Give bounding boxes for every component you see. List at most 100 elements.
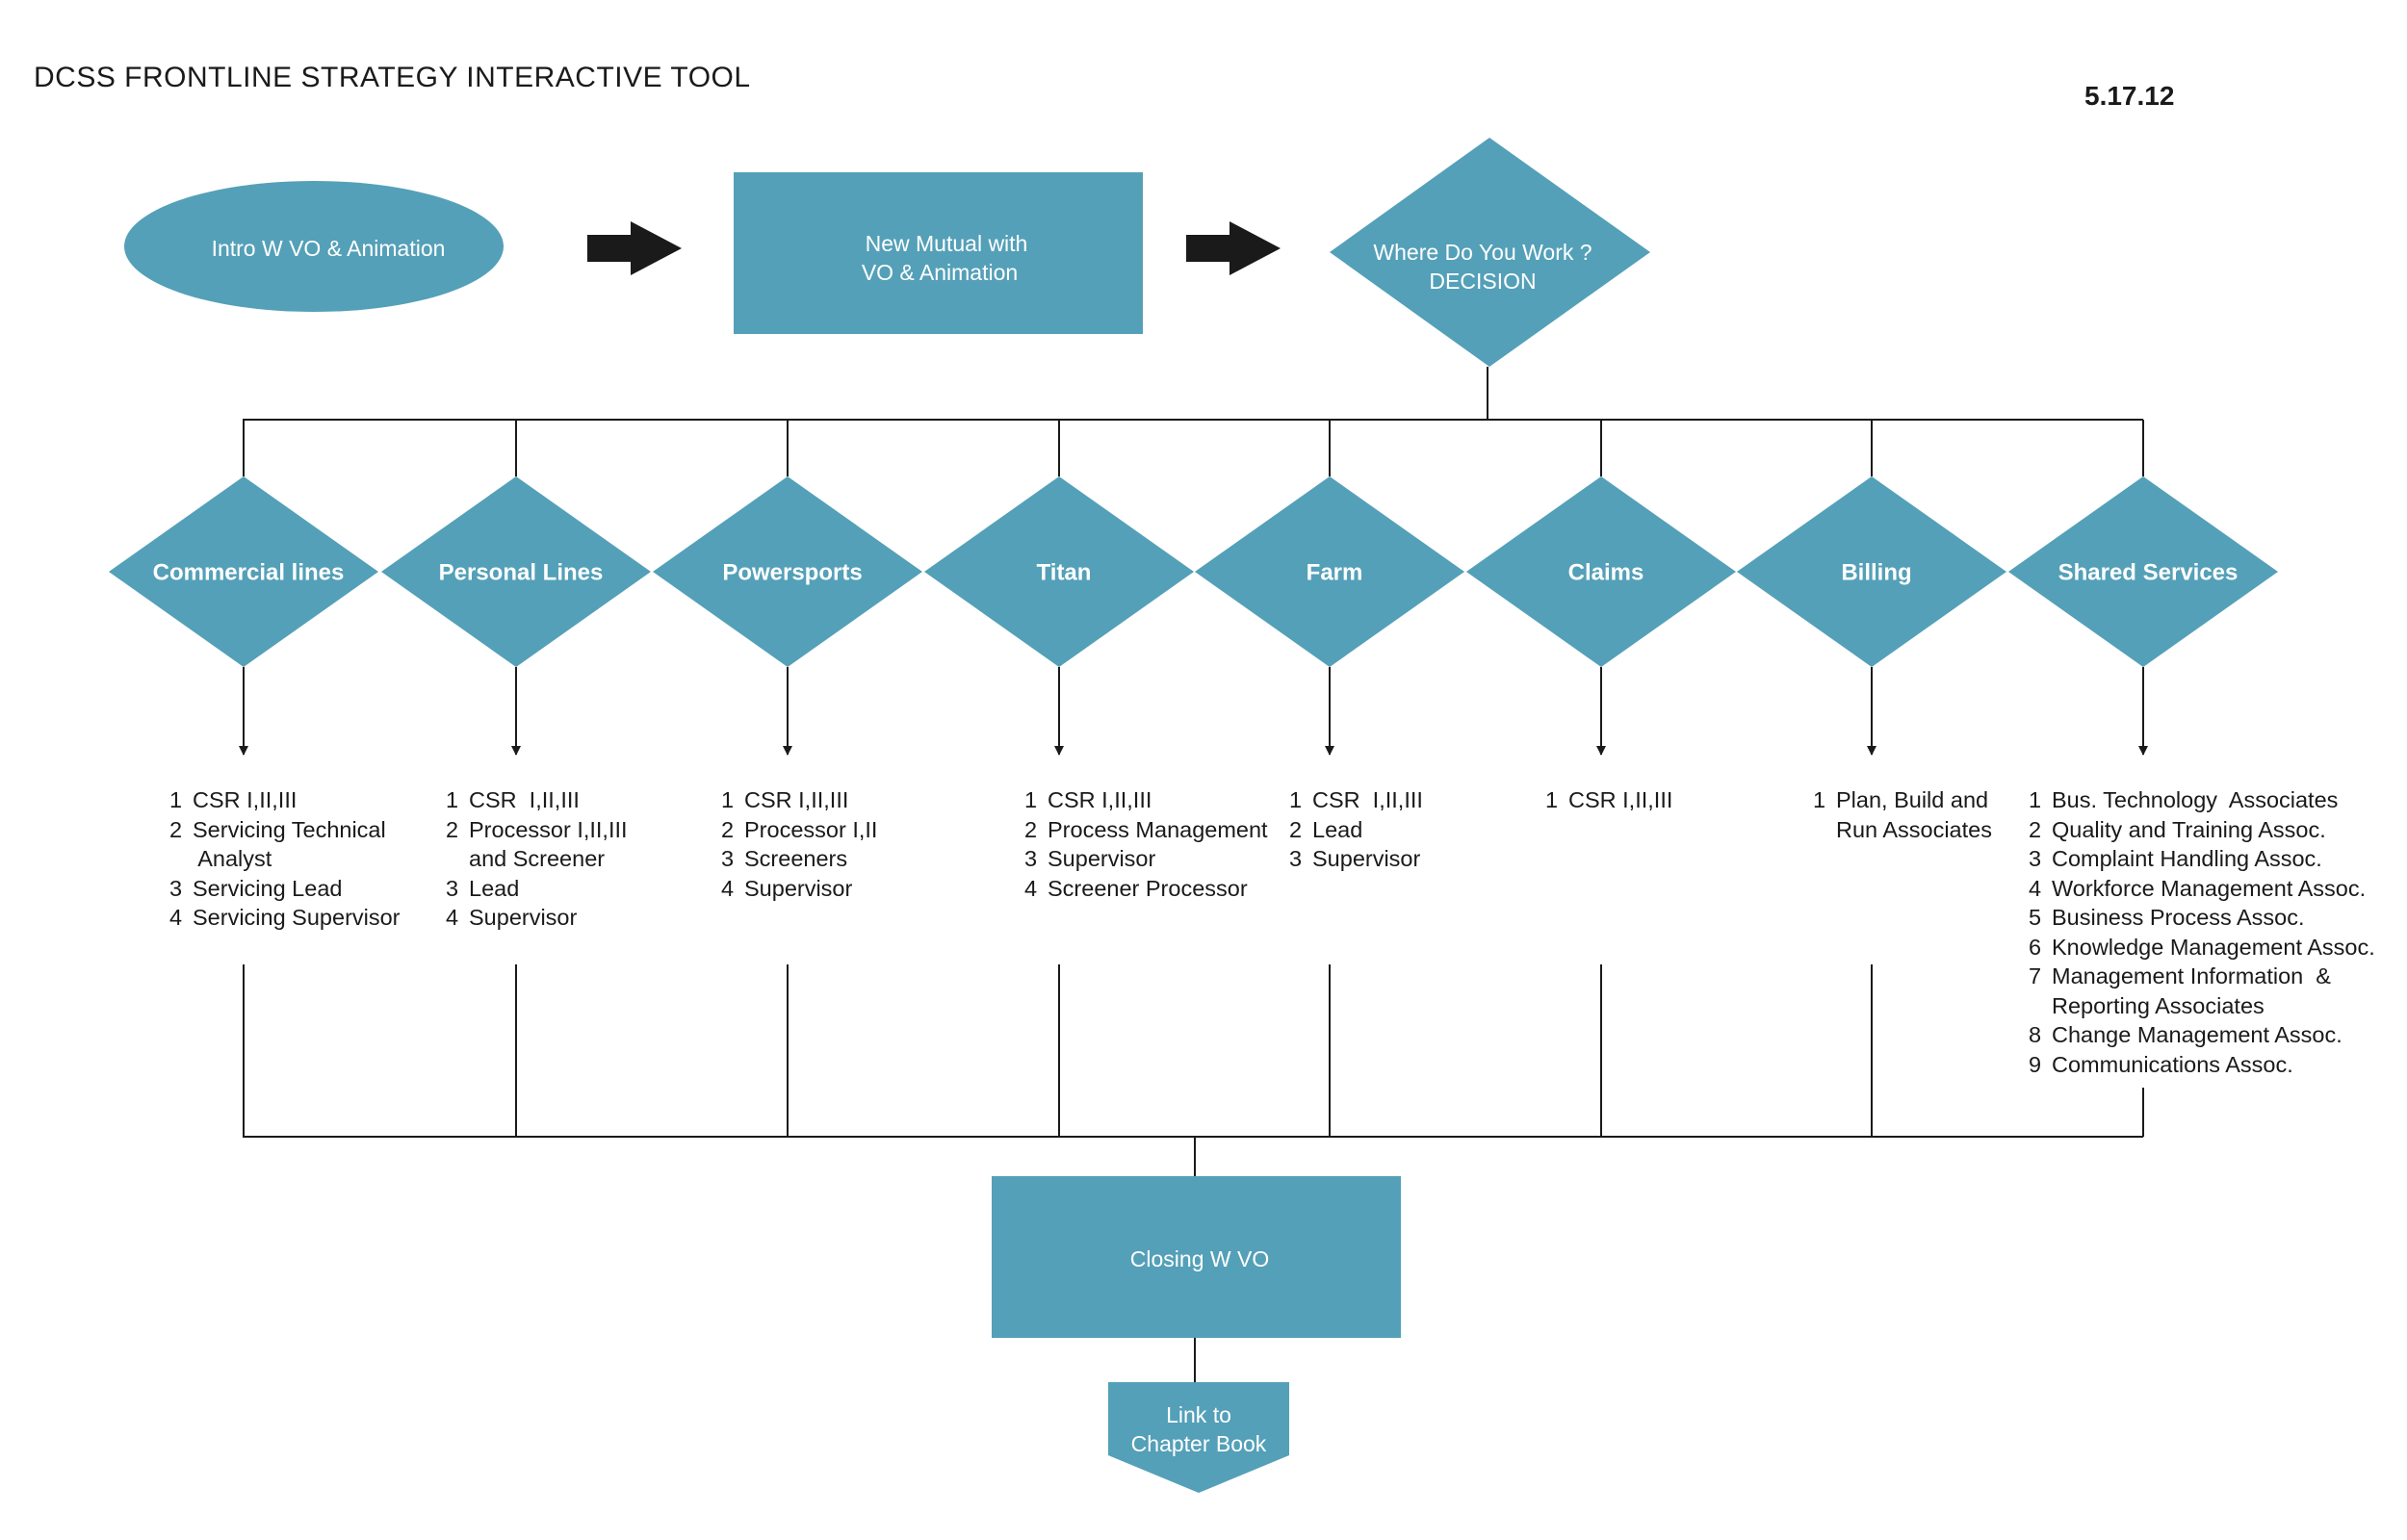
role-name: Supervisor [469,905,578,930]
role-number: 2 [2029,816,2042,842]
role-number: 1 [1545,787,1559,812]
role-name: CSR I,II,III [193,787,298,812]
role-name: Complaint Handling Assoc. [2052,846,2322,871]
role-name: Supervisor [1048,846,1156,871]
role-number: 1 [1024,787,1038,812]
role-name: Supervisor [1312,846,1421,871]
role-number: 4 [169,905,183,930]
role-name: Lead [1312,816,1363,842]
link-label-line-1: Link to [1166,1402,1231,1427]
role-name: Communications Assoc. [2052,1051,2293,1077]
role-name: Servicing Supervisor [193,905,401,930]
date-label: 5.17.12 [2084,81,2175,111]
branch-diamond-billing[interactable] [1737,476,2006,667]
role-number: 4 [2029,875,2042,901]
role-name: CSR I,II,III [469,787,580,812]
role-number: 6 [2029,934,2042,960]
role-number: 2 [1289,816,1303,842]
role-name: Plan, Build and Run Associates [1836,787,1992,842]
branch-diamond-shared-services[interactable] [2008,476,2278,667]
role-number: 3 [1289,846,1303,871]
branch-label-commercial-lines: Commercial lines [153,559,345,585]
role-list-billing: 1 Plan, Build and Run Associates [1813,785,1992,844]
link-label-line-2: Chapter Book [1131,1431,1267,1456]
role-name: Bus. Technology Associates [2052,787,2339,812]
branch-label-billing: Billing [1841,559,1911,585]
link-node[interactable]: Link to Chapter Book [1108,1382,1289,1493]
decision-label-line-2: DECISION [1429,269,1536,294]
role-list-item: 2 Processor I,II,III and Screener [446,815,628,874]
flow-arrow-2 [1186,221,1281,275]
branch-diamond-farm[interactable] [1195,476,1464,667]
role-list-item: 2 Processor I,II [721,815,877,845]
flow-arrow-1 [587,221,682,275]
role-number: 1 [169,787,183,812]
role-name: Knowledge Management Assoc. [2052,934,2375,960]
role-name: Business Process Assoc. [2052,905,2305,930]
role-name: Screener Processor [1048,875,1248,901]
role-list-item: 9 Communications Assoc. [2029,1050,2375,1080]
role-number: 1 [1289,787,1303,812]
intro-node[interactable]: Intro W VO & Animation [124,181,504,312]
role-list-item: 3 Complaint Handling Assoc. [2029,844,2375,874]
branch-diamond-commercial-lines[interactable] [109,476,378,667]
role-number: 7 [2029,963,2042,988]
role-number: 3 [2029,846,2042,871]
role-name: Processor I,II,III and Screener [469,816,628,872]
role-number: 4 [1024,875,1038,901]
role-list-item: 1 CSR I,II,III [1289,785,1423,815]
role-list-item: 4 Servicing Supervisor [169,903,401,933]
branch-diamond-claims[interactable] [1466,476,1736,667]
role-number: 2 [169,816,183,842]
branch-label-shared-services: Shared Services [2058,559,2239,585]
role-list-item: 3 Servicing Lead [169,874,401,904]
role-name: CSR I,II,III [1048,787,1152,812]
role-name: Quality and Training Assoc. [2052,816,2326,842]
role-name: Lead [469,875,520,901]
role-name: Servicing Technical Analyst [193,816,386,872]
role-list-item: 1 CSR I,II,III [1024,785,1268,815]
role-name: Change Management Assoc. [2052,1022,2342,1047]
mutual-node[interactable]: New Mutual with VO & Animation [734,172,1143,334]
role-name: Screeners [744,846,848,871]
role-list-item: 1 CSR I,II,III [169,785,401,815]
mutual-label-line-2: VO & Animation [862,260,1018,285]
role-number: 1 [2029,787,2042,812]
branch-label-titan: Titan [1037,559,1092,585]
branch-label-personal-lines: Personal Lines [439,559,604,585]
role-number: 5 [2029,905,2042,930]
decision-node[interactable]: Where Do You Work ? DECISION [1330,138,1650,367]
role-number: 2 [1024,816,1038,842]
page-title: DCSS FRONTLINE STRATEGY INTERACTIVE TOOL [34,62,751,93]
role-number: 1 [1813,787,1826,812]
closing-node[interactable]: Closing W VO [992,1176,1401,1338]
role-name: Servicing Lead [193,875,343,901]
role-name: Processor I,II [744,816,878,842]
branch-diamond-titan[interactable] [924,476,1194,667]
role-list-item: 2 Lead [1289,815,1423,845]
role-name: CSR I,II,III [1312,787,1423,812]
role-number: 3 [1024,846,1038,871]
role-number: 9 [2029,1051,2042,1077]
role-number: 3 [169,875,183,901]
branch-label-powersports: Powersports [722,559,862,585]
branch-diamond-powersports[interactable] [653,476,922,667]
role-number: 2 [446,816,459,842]
role-list-item: 6 Knowledge Management Assoc. [2029,933,2375,962]
branch-diamond-personal-lines[interactable] [381,476,651,667]
role-number: 4 [721,875,735,901]
role-number: 3 [721,846,735,871]
role-number: 2 [721,816,735,842]
role-list-item: 5 Business Process Assoc. [2029,903,2375,933]
role-list-farm: 1 CSR I,II,III 2 Lead 3 Supervisor [1289,785,1423,874]
